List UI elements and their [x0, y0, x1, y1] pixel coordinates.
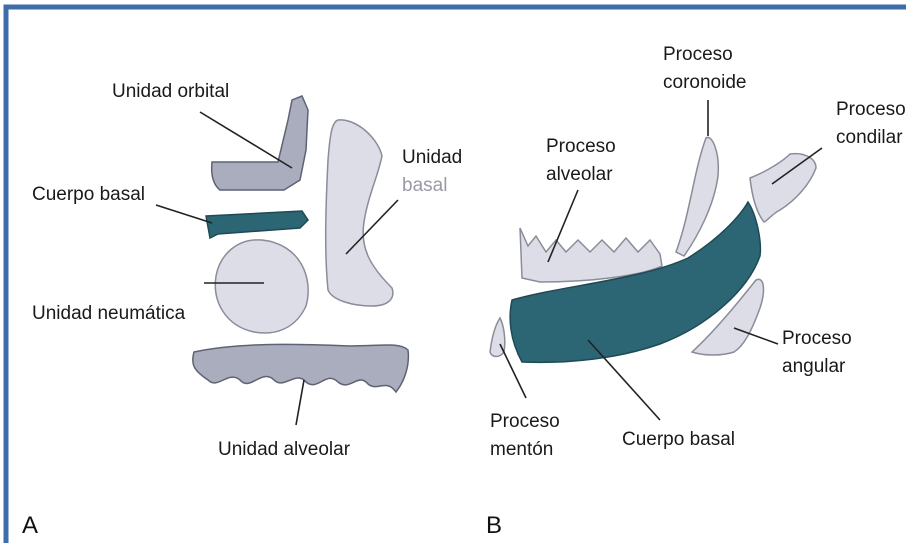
label-proceso-condilar-line2: condilar [836, 127, 903, 148]
label-proceso-condilar-line1: Proceso [836, 99, 906, 120]
pneumatic-unit-shape [215, 240, 308, 333]
label-cuerpo-basal-a: Cuerpo basal [32, 184, 145, 205]
panel-letter-b: B [486, 512, 502, 539]
label-proceso-alveolar-line1: Proceso [546, 136, 616, 157]
label-proceso-angular-line2: angular [782, 356, 846, 377]
label-proceso-coronoide-line2: coronoide [663, 72, 746, 93]
label-proceso-coronoide-line1: Proceso [663, 44, 733, 65]
label-cuerpo-basal-b: Cuerpo basal [622, 429, 735, 450]
panel-letter-a: A [22, 512, 38, 539]
label-unidad-alveolar: Unidad alveolar [218, 439, 351, 460]
label-proceso-menton-line1: Proceso [490, 411, 560, 432]
label-proceso-angular-line1: Proceso [782, 328, 852, 349]
label-proceso-alveolar-line2: alveolar [546, 164, 613, 185]
label-unidad-basal-line1: Unidad [402, 147, 462, 168]
label-unidad-orbital: Unidad orbital [112, 81, 229, 102]
label-unidad-neumatica: Unidad neumática [32, 303, 186, 324]
label-unidad-basal-line2: basal [402, 175, 447, 196]
label-proceso-menton-line2: mentón [490, 439, 553, 460]
